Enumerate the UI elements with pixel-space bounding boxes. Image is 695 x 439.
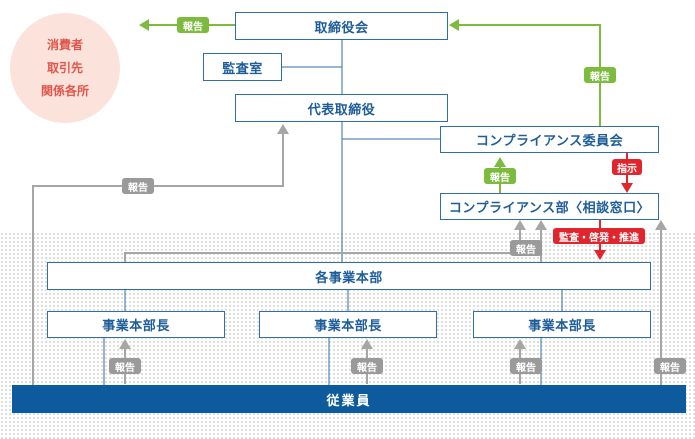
division-head-box-2: 事業本部長	[259, 311, 437, 338]
instruction-badge: 指示	[612, 159, 642, 175]
arrowhead-head3	[514, 339, 526, 349]
division-head-box-1: 事業本部長	[47, 311, 225, 338]
compliance-department-box: コンプライアンス部〈相談窓口〉	[440, 193, 659, 220]
employee-to-president-line	[32, 131, 284, 385]
stakeholder-consumers: 消費者	[46, 37, 83, 52]
stakeholder-related-parties: 関係各所	[40, 83, 89, 98]
report-badge-head3: 報告	[510, 358, 542, 374]
audit-promotion-badge: 監査・啓発・推進	[553, 228, 645, 244]
arrowhead-instruction	[621, 183, 633, 193]
president-box: 代表取締役	[235, 94, 448, 122]
stakeholder-partners: 取引先	[46, 60, 83, 75]
arrowhead-head2	[361, 339, 373, 349]
arrowhead-president	[277, 124, 289, 134]
committee-to-board-line	[455, 24, 601, 126]
employees-bar: 従業員	[12, 385, 686, 413]
arrowhead-stakeholders	[139, 19, 149, 31]
report-badge-employee-president: 報告	[122, 178, 154, 194]
report-badge-head1: 報告	[109, 358, 141, 374]
report-badge-employee-dept: 報告	[654, 358, 686, 374]
arrowhead-dept-2	[535, 220, 547, 230]
arrowhead-audit-promotion	[594, 250, 606, 260]
report-badge-dept-committee: 報告	[484, 168, 516, 184]
arrowhead-dept-3	[655, 220, 667, 230]
report-badge-head2: 報告	[351, 358, 383, 374]
stakeholders-circle: 消費者 取引先 関係各所	[10, 13, 120, 123]
arrowhead-dept-1	[514, 220, 526, 230]
report-badge-stakeholders: 報告	[177, 17, 209, 33]
report-badge-divisions-dept: 報告	[510, 240, 542, 256]
divisions-to-dept-line	[124, 227, 521, 262]
arrowhead-board	[449, 19, 459, 31]
audit-office-box: 監査室	[203, 53, 282, 81]
arrowhead-head1	[119, 339, 131, 349]
arrowhead-committee	[494, 157, 506, 167]
report-badge-committee-board: 報告	[584, 67, 616, 83]
division-head-box-3: 事業本部長	[473, 311, 651, 338]
compliance-committee-box: コンプライアンス委員会	[440, 126, 659, 153]
business-divisions-box: 各事業本部	[47, 262, 651, 290]
board-of-directors-box: 取締役会	[235, 12, 448, 40]
